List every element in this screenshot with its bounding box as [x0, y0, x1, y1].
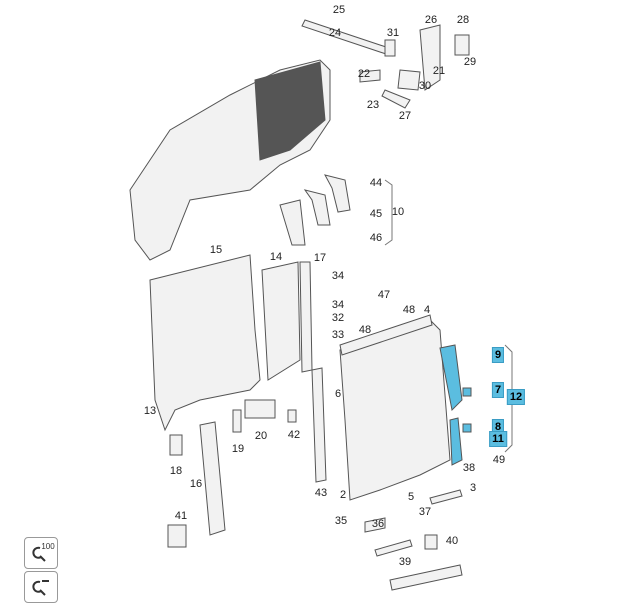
- part-label-41[interactable]: 41: [174, 510, 188, 522]
- part-label-42[interactable]: 42: [287, 429, 301, 441]
- part-label-33[interactable]: 33: [331, 329, 345, 341]
- part-label-14[interactable]: 14: [269, 251, 283, 263]
- part-label-11[interactable]: 11: [489, 431, 507, 447]
- part-label-48[interactable]: 48: [358, 324, 372, 336]
- part-label-45[interactable]: 45: [369, 208, 383, 220]
- zoom-out-button[interactable]: [24, 571, 58, 603]
- part-label-35[interactable]: 35: [334, 515, 348, 527]
- part-label-26[interactable]: 26: [424, 14, 438, 26]
- part-label-19[interactable]: 19: [231, 443, 245, 455]
- part-label-22[interactable]: 22: [357, 68, 371, 80]
- part-label-48[interactable]: 48: [402, 304, 416, 316]
- part-label-16[interactable]: 16: [189, 478, 203, 490]
- part-label-23[interactable]: 23: [366, 99, 380, 111]
- part-label-28[interactable]: 28: [456, 14, 470, 26]
- part-label-17[interactable]: 17: [313, 252, 327, 264]
- part-label-29[interactable]: 29: [463, 56, 477, 68]
- part-label-31[interactable]: 31: [386, 27, 400, 39]
- part-label-40[interactable]: 40: [445, 535, 459, 547]
- part-label-49[interactable]: 49: [492, 454, 506, 466]
- part-label-37[interactable]: 37: [418, 506, 432, 518]
- part-label-46[interactable]: 46: [369, 232, 383, 244]
- part-label-36[interactable]: 36: [371, 518, 385, 530]
- part-label-9[interactable]: 9: [491, 347, 505, 363]
- part-label-34[interactable]: 34: [331, 270, 345, 282]
- part-label-13[interactable]: 13: [143, 405, 157, 417]
- outer-side-panel: [339, 319, 451, 501]
- part-label-38[interactable]: 38: [462, 462, 476, 474]
- part-label-6[interactable]: 6: [334, 388, 342, 400]
- part-label-47[interactable]: 47: [377, 289, 391, 301]
- part-label-30[interactable]: 30: [418, 80, 432, 92]
- part-label-32[interactable]: 32: [331, 312, 345, 324]
- part-label-3[interactable]: 3: [469, 482, 477, 494]
- zoom-reset-button[interactable]: 100: [24, 537, 58, 569]
- inner-side-panel: [149, 254, 261, 432]
- part-label-7[interactable]: 7: [491, 382, 505, 398]
- zoom-reset-label: 100: [41, 541, 55, 551]
- part-label-43[interactable]: 43: [314, 487, 328, 499]
- part-label-12[interactable]: 12: [506, 389, 526, 405]
- part-label-5[interactable]: 5: [407, 491, 415, 503]
- part-label-20[interactable]: 20: [254, 430, 268, 442]
- part-label-25[interactable]: 25: [332, 4, 346, 16]
- part-label-21[interactable]: 21: [432, 65, 446, 77]
- zoom-100-icon: [32, 546, 46, 562]
- part-label-24[interactable]: 24: [328, 27, 342, 39]
- part-label-27[interactable]: 27: [398, 110, 412, 122]
- part-label-10[interactable]: 10: [391, 206, 405, 218]
- part-label-2[interactable]: 2: [339, 489, 347, 501]
- part-label-39[interactable]: 39: [398, 556, 412, 568]
- part-label-18[interactable]: 18: [169, 465, 183, 477]
- part-label-44[interactable]: 44: [369, 177, 383, 189]
- part-label-15[interactable]: 15: [209, 244, 223, 256]
- zoom-out-icon: [32, 580, 49, 596]
- part-label-34[interactable]: 34: [331, 299, 345, 311]
- part-label-4[interactable]: 4: [423, 304, 431, 316]
